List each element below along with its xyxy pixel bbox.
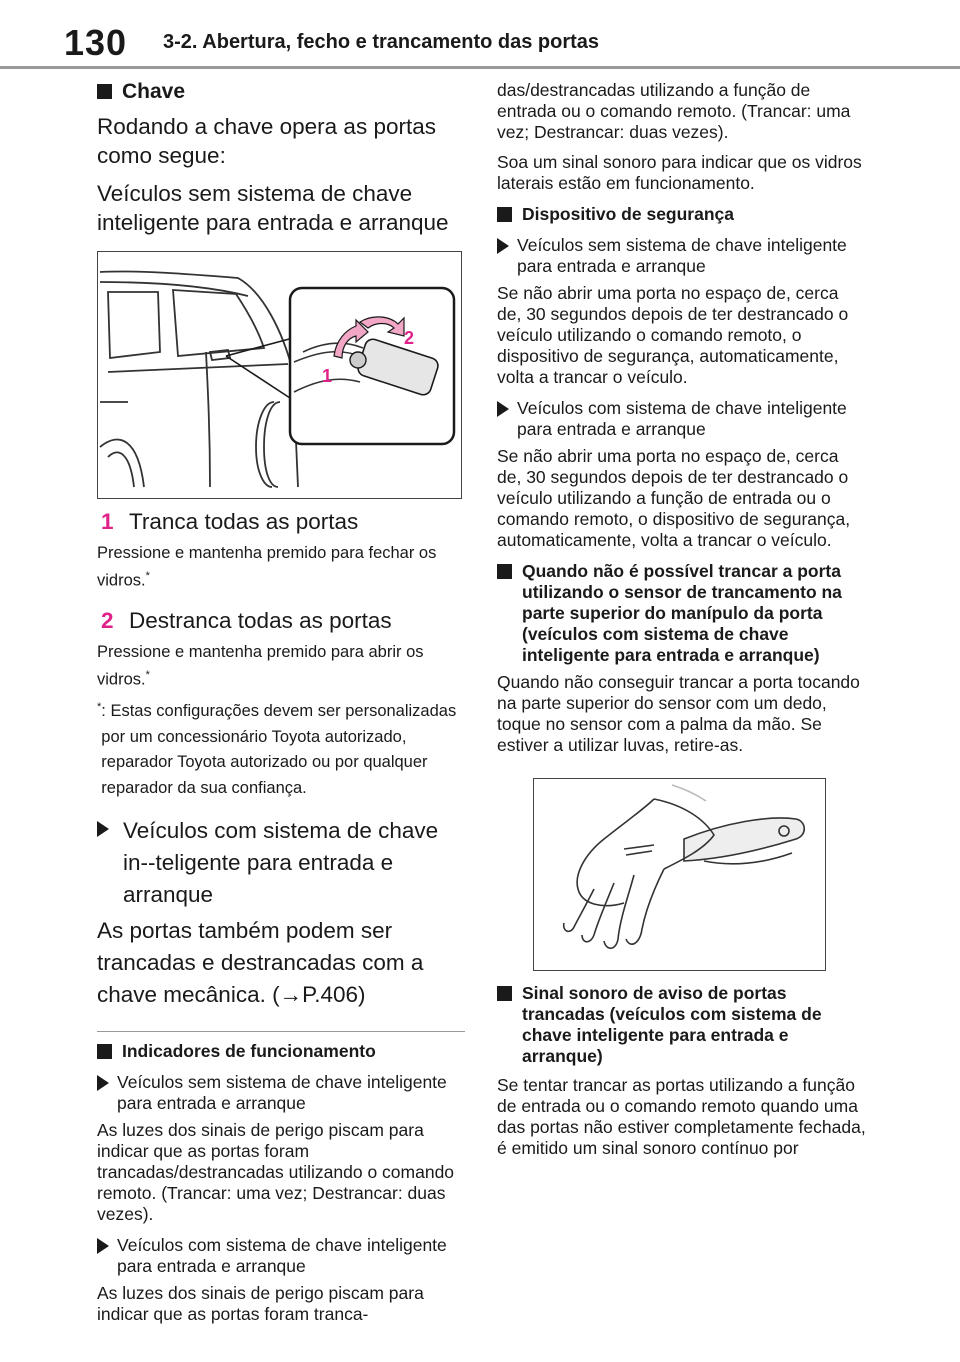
- ind-text-1: As luzes dos sinais de perigo piscam par…: [97, 1120, 455, 1224]
- section-title: 3-2. Abertura, fecho e trancamento das p…: [163, 31, 600, 53]
- page-header: 130 3-2. Abertura, fecho e trancamento d…: [0, 0, 960, 69]
- callout-1-label: 1: [322, 366, 332, 386]
- seguranca-heading: Dispositivo de segurança: [497, 204, 867, 225]
- key-operation-figure: 2 1: [97, 251, 462, 499]
- triangle-bullet-icon: [497, 238, 509, 254]
- seg-bullet-2: Veículos com sistema de chave inteligent…: [497, 398, 867, 440]
- triangle-bullet-icon: [97, 1238, 109, 1254]
- aviso-text: Se tentar trancar as portas utilizando a…: [497, 1075, 866, 1158]
- seg-bullet-1: Veículos sem sistema de chave inteligent…: [497, 235, 867, 277]
- triangle-bullet-icon: [97, 1075, 109, 1091]
- page-number: 130: [64, 22, 128, 63]
- seg-text-1: Se não abrir uma porta no espaço de, cer…: [497, 283, 849, 387]
- seg-text-2: Se não abrir uma porta no espaço de, cer…: [497, 446, 851, 550]
- continued-text: das/destrancadas utilizando a função de …: [497, 80, 851, 142]
- triangle-bullet-icon: [497, 401, 509, 417]
- smart-key-bullet: Veículos com sistema de chave in--telige…: [97, 815, 467, 911]
- triangle-bullet-icon: [97, 821, 109, 837]
- item-1: 1 Tranca todas as portas: [97, 507, 467, 536]
- square-bullet-icon: [97, 84, 112, 99]
- item-2-title: Destranca todas as portas: [129, 607, 392, 633]
- callout-2-label: 2: [404, 328, 414, 348]
- square-bullet-icon: [497, 986, 512, 1001]
- footnote-text: : Estas configurações devem ser personal…: [101, 702, 457, 797]
- sub-heading: Veículos sem sistema de chave inteligent…: [97, 181, 449, 235]
- sensor-heading: Quando não é possível trancar a porta ut…: [497, 561, 867, 666]
- right-column: das/destrancadas utilizando a função de …: [497, 80, 867, 1159]
- section-divider: [97, 1031, 465, 1032]
- square-bullet-icon: [497, 564, 512, 579]
- sound-text: Soa um sinal sonoro para indicar que os …: [497, 152, 862, 193]
- intro-line: Rodando a chave opera as portas como seg…: [97, 114, 436, 168]
- smart-key-text: As portas também podem ser trancadas e d…: [97, 918, 424, 1007]
- indicadores-heading: Indicadores de funcionamento: [97, 1041, 467, 1062]
- chave-heading: Chave: [97, 80, 467, 104]
- item-1-title: Tranca todas as portas: [129, 509, 359, 534]
- ind-text-2: As luzes dos sinais de perigo piscam par…: [97, 1283, 424, 1324]
- sensor-text: Quando não conseguir trancar a porta toc…: [497, 672, 860, 755]
- footnote: * : Estas configurações devem ser person…: [97, 699, 467, 801]
- square-bullet-icon: [497, 207, 512, 222]
- square-bullet-icon: [97, 1044, 112, 1059]
- item-2-number: 2: [101, 607, 114, 633]
- item-2: 2 Destranca todas as portas: [97, 606, 467, 635]
- item-2-desc: Pressione e mantenha premido para abrir …: [97, 642, 424, 689]
- item-1-desc: Pressione e mantenha premido para fechar…: [97, 544, 437, 590]
- hand-door-handle-illustration: [562, 784, 806, 950]
- left-column: Chave Rodando a chave opera as portas co…: [97, 80, 467, 1325]
- ind-bullet-2: Veículos com sistema de chave inteligent…: [97, 1235, 467, 1277]
- item-1-number: 1: [101, 509, 114, 534]
- ind-bullet-1: Veículos sem sistema de chave inteligent…: [97, 1072, 467, 1114]
- aviso-heading: Sinal sonoro de aviso de portas trancada…: [497, 983, 867, 1067]
- header-rule: [0, 66, 960, 69]
- hand-sensor-figure: [533, 778, 826, 971]
- car-key-illustration: 2 1: [99, 270, 456, 488]
